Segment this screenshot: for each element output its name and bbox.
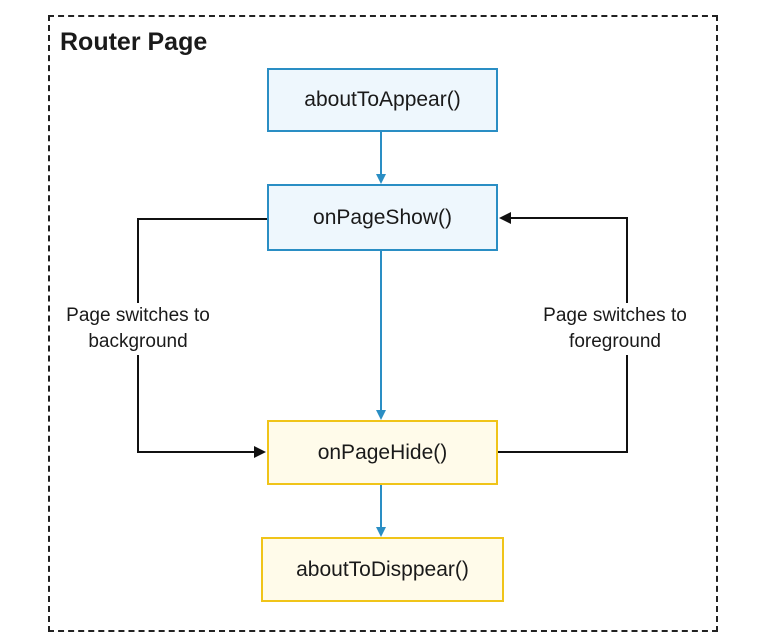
node-about-to-appear-label: aboutToAppear()	[304, 88, 461, 111]
frame-title: Router Page	[60, 28, 208, 56]
label-switch-to-foreground: Page switches to foreground	[528, 303, 702, 355]
node-about-to-disappear-label: aboutToDisppear()	[296, 557, 469, 581]
node-on-page-hide: onPageHide()	[267, 420, 498, 485]
node-about-to-appear: aboutToAppear()	[267, 68, 498, 132]
label-switch-to-background: Page switches to background	[56, 303, 220, 355]
router-page-frame	[48, 15, 718, 632]
label-background-line-2: background	[88, 331, 188, 352]
label-background-line-1: Page switches to	[66, 305, 210, 326]
label-foreground-line-1: Page switches to	[543, 305, 687, 326]
label-foreground-line-2: foreground	[569, 331, 661, 352]
node-about-to-disappear: aboutToDisppear()	[261, 537, 504, 602]
node-on-page-show: onPageShow()	[267, 184, 498, 251]
node-on-page-hide-label: onPageHide()	[317, 440, 448, 464]
node-on-page-show-label: onPageShow()	[313, 205, 452, 229]
